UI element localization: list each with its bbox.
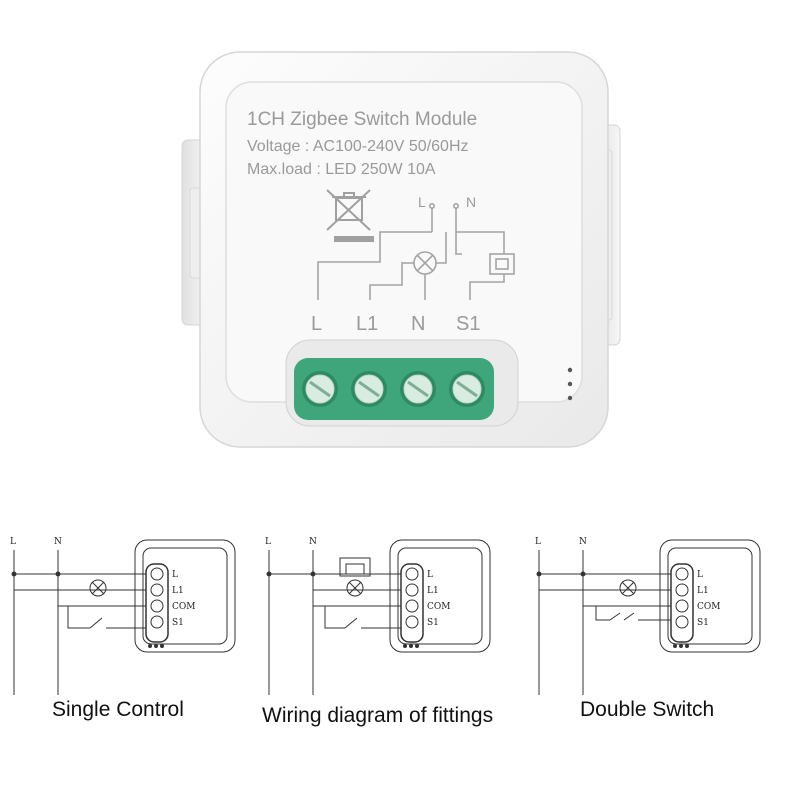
diagram2-label-l: L: [265, 537, 271, 547]
device-maxload: Max.load : LED 250W 10A: [247, 161, 436, 178]
device-schematic: L N: [317, 194, 515, 300]
terminal-label-l: L: [311, 313, 322, 335]
wiring-diagrams: L N L L1 COM S1 L N L: [10, 537, 761, 695]
screw-icon: [400, 371, 436, 407]
indicator-dots: [567, 367, 573, 401]
diagram1-term-com: COM: [172, 602, 195, 612]
diagram1-term-l1: L1: [172, 586, 184, 596]
diagram1-label-n: N: [54, 537, 62, 547]
device-title: 1CH Zigbee Switch Module: [247, 109, 477, 130]
diagram3-term-l1: L1: [697, 586, 709, 596]
diagram2-term-l1: L1: [427, 586, 439, 596]
screw-icon: [302, 371, 338, 407]
wiring-diagram-double-switch: L N L L1 COM S1: [535, 537, 761, 695]
device-voltage: Voltage : AC100-240V 50/60Hz: [247, 138, 469, 155]
caption-single-control: Single Control: [52, 698, 184, 721]
weee-bin-icon: [326, 189, 374, 242]
terminal-block: [294, 358, 494, 420]
diagram3-label-l: L: [535, 537, 541, 547]
terminal-label-n: N: [411, 313, 425, 335]
diagram3-label-n: N: [579, 537, 587, 547]
diagram1-term-s1: S1: [172, 618, 184, 628]
caption-double-switch: Double Switch: [580, 698, 715, 721]
schematic-label-n: N: [466, 194, 476, 210]
terminal-label-l1: L1: [356, 313, 378, 335]
wiring-diagram-single-control: L N L L1 COM S1: [10, 537, 236, 695]
wiring-diagram-fittings: L N L L1 COM S1: [265, 537, 491, 695]
device-illustration: 1CH Zigbee Switch Module Voltage : AC100…: [181, 51, 621, 448]
diagram1-label-l: L: [10, 537, 16, 547]
diagram1-term-l: L: [172, 570, 178, 580]
diagram3-term-l: L: [697, 570, 703, 580]
caption-wiring-fittings: Wiring diagram of fittings: [262, 704, 494, 727]
diagram3-term-s1: S1: [697, 618, 709, 628]
diagram2-term-s1: S1: [427, 618, 439, 628]
screw-icon: [351, 371, 387, 407]
screw-icon: [449, 371, 485, 407]
terminal-label-s1: S1: [456, 313, 480, 335]
terminal-screws: [302, 371, 485, 407]
diagram2-label-n: N: [309, 537, 317, 547]
schematic-label-l: L: [418, 194, 426, 210]
diagram2-term-com: COM: [427, 602, 450, 612]
diagram3-term-com: COM: [697, 602, 720, 612]
diagram2-term-l: L: [427, 570, 433, 580]
